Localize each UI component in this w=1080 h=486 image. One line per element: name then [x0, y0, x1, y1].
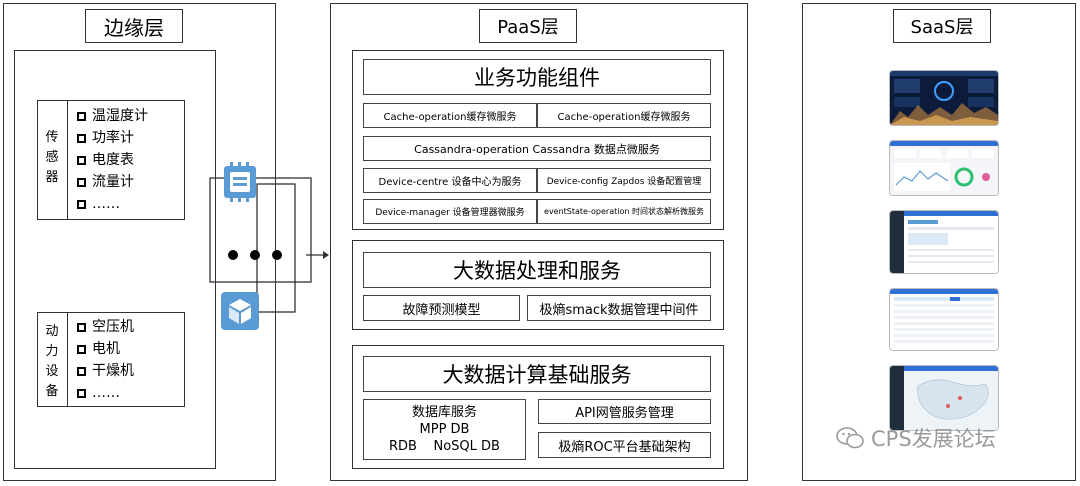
business-cell: Cassandra-operation Cassandra 数据点微服务 [363, 136, 711, 161]
list-item: 电度表 [77, 149, 148, 171]
checkbox-icon [77, 388, 86, 398]
list-item: 功率计 [77, 127, 148, 149]
checkbox-icon [77, 177, 86, 187]
dot-icon [250, 250, 260, 260]
checkbox-icon [77, 322, 86, 332]
chip-icon [224, 162, 256, 202]
connector-frame-outer [209, 177, 312, 283]
table-screenshot [890, 211, 998, 273]
sensor-group-divider [67, 100, 68, 220]
connector-frame-inner [256, 183, 296, 313]
dot-icon [228, 250, 238, 260]
power-group-divider [67, 312, 68, 407]
business-cell: Cache-operation缓存微服务 [363, 103, 537, 128]
arrow-icon [323, 251, 329, 259]
power-equipment-group [37, 312, 185, 407]
list-item: 干燥机 [77, 360, 134, 382]
bigdata-compute-title: 大数据计算基础服务 [363, 356, 711, 392]
database-service-box: 数据库服务 MPP DB RDB NoSQL DB [363, 399, 526, 460]
api-gateway-box: API网管服务管理 [538, 399, 711, 424]
dot-icon [272, 250, 282, 260]
power-equipment-list: 空压机 电机 干燥机 …… [77, 316, 134, 404]
business-cell: Device-config Zapdos 设备配置管理 [537, 168, 711, 193]
dashboard-screenshot-light [890, 141, 998, 195]
bigdata-cell: 极熵smack数据管理中间件 [527, 295, 711, 321]
list-item: …… [77, 382, 134, 404]
list-item: 流量计 [77, 171, 148, 193]
database-service-line: 数据库服务 [411, 405, 477, 420]
dashboard-screenshot-dark [890, 71, 998, 125]
watermark: CPS发展论坛 [835, 423, 996, 453]
list-item: 电机 [77, 338, 134, 360]
map-screenshot [890, 366, 998, 430]
sensor-group [37, 100, 185, 220]
list-item: 温湿度计 [77, 105, 148, 127]
sensor-group-label: 传感器 [45, 130, 59, 185]
roc-platform-box: 极熵ROC平台基础架构 [538, 432, 711, 458]
sensor-list: 温湿度计 功率计 电度表 流量计 …… [77, 105, 148, 215]
business-cell: eventState-operation 时间状态解析微服务 [537, 199, 711, 224]
checkbox-icon [77, 199, 86, 209]
database-service-line: RDB NoSQL DB [389, 439, 500, 454]
checkbox-icon [77, 133, 86, 143]
business-cell: Device-centre 设备中心为服务 [363, 168, 537, 193]
checkbox-icon [77, 366, 86, 376]
grid-screenshot [890, 289, 998, 350]
power-group-label: 动力设备 [45, 324, 59, 399]
checkbox-icon [77, 155, 86, 165]
database-service-line: MPP DB [419, 422, 470, 437]
checkbox-icon [77, 111, 86, 121]
gateway-connector [209, 177, 329, 313]
bigdata-processing-title: 大数据处理和服务 [363, 252, 711, 288]
saas-layer-title: SaaS层 [893, 9, 991, 43]
business-cell: Cache-operation缓存微服务 [537, 103, 711, 128]
list-item: …… [77, 193, 148, 215]
cube-icon [221, 292, 259, 330]
watermark-text: CPS发展论坛 [871, 427, 996, 451]
edge-layer-title: 边缘层 [85, 9, 183, 43]
business-cell: Device-manager 设备管理器微服务 [363, 199, 537, 224]
list-item: 空压机 [77, 316, 134, 338]
bigdata-cell: 故障预测模型 [363, 295, 520, 321]
paas-layer-title: PaaS层 [479, 9, 577, 43]
wechat-icon [836, 427, 864, 449]
business-component-title: 业务功能组件 [363, 59, 711, 95]
checkbox-icon [77, 344, 86, 354]
